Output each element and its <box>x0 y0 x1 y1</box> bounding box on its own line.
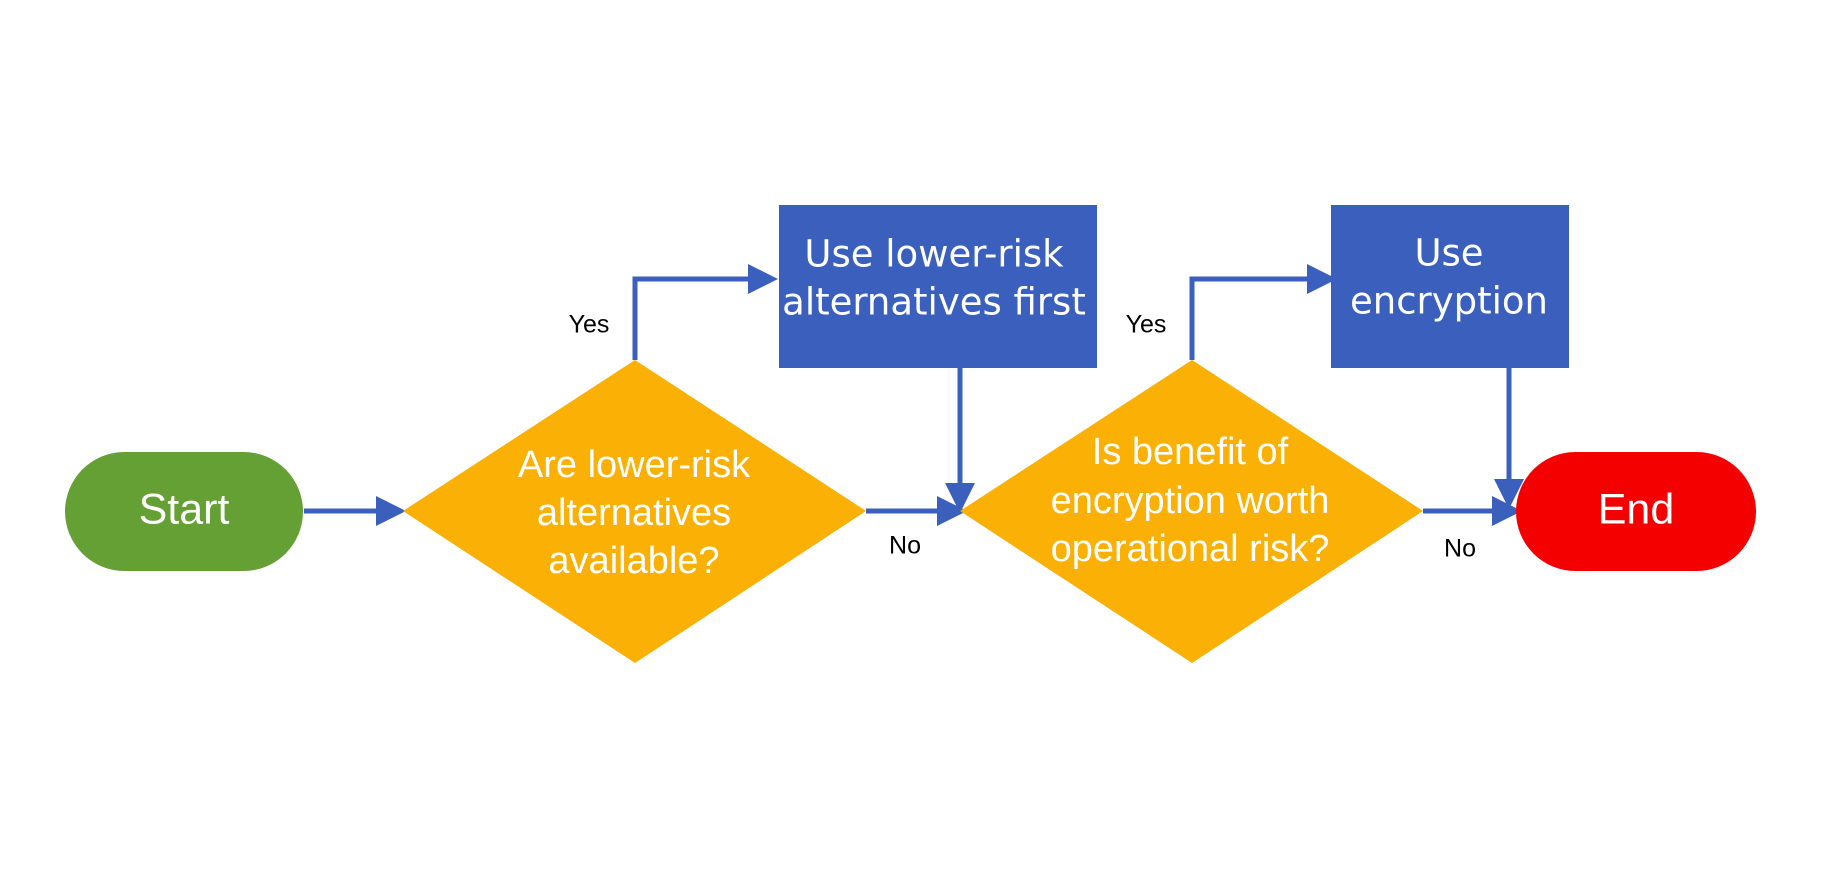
process-box-shape <box>779 205 1097 368</box>
edge-label-yes: Yes <box>569 311 610 339</box>
decision-benefit-line-1: Is benefit of <box>1092 431 1289 473</box>
process-encryption-node: Use encryption <box>1331 205 1569 368</box>
end-label: End <box>1598 485 1675 533</box>
decision-benefit-line-2: encryption worth <box>1051 480 1330 522</box>
process-encryption-line-2: encryption <box>1350 280 1548 323</box>
decision-alternatives-line-1: Are lower-risk <box>518 444 751 486</box>
end-terminator-shape <box>1516 452 1756 571</box>
process-alternatives-line-2: alternatives first <box>782 281 1086 324</box>
edge-label-yes: Yes <box>1126 311 1167 339</box>
decision-benefit-line-3: operational risk? <box>1051 528 1330 570</box>
edge-decision-benefit-yes <box>1189 264 1338 360</box>
edges <box>304 264 1524 526</box>
decision-diamond-shape <box>403 360 866 663</box>
edge-decision-alternatives-yes <box>632 264 779 360</box>
edge-labels: Yes No Yes No <box>569 311 1476 563</box>
decision-alternatives-line-2: alternatives <box>537 492 731 534</box>
edge-label-no: No <box>1444 535 1476 563</box>
process-encryption-line-1: Use <box>1414 232 1483 275</box>
process-alternatives-node: Use lower-risk alternatives first <box>779 205 1097 368</box>
end-node: End <box>1516 452 1756 571</box>
process-box-shape <box>1331 205 1569 368</box>
start-node: Start <box>65 452 303 571</box>
edge-label-no: No <box>889 532 921 560</box>
decision-benefit-node: Is benefit of encryption worth operation… <box>960 360 1423 663</box>
start-terminator-shape <box>65 452 303 571</box>
decision-diamond-shape <box>960 360 1423 663</box>
start-label: Start <box>139 485 230 533</box>
decision-alternatives-node: Are lower-risk alternatives available? <box>403 360 866 663</box>
process-alternatives-line-1: Use lower-risk <box>804 233 1064 276</box>
decision-alternatives-line-3: available? <box>548 540 719 582</box>
